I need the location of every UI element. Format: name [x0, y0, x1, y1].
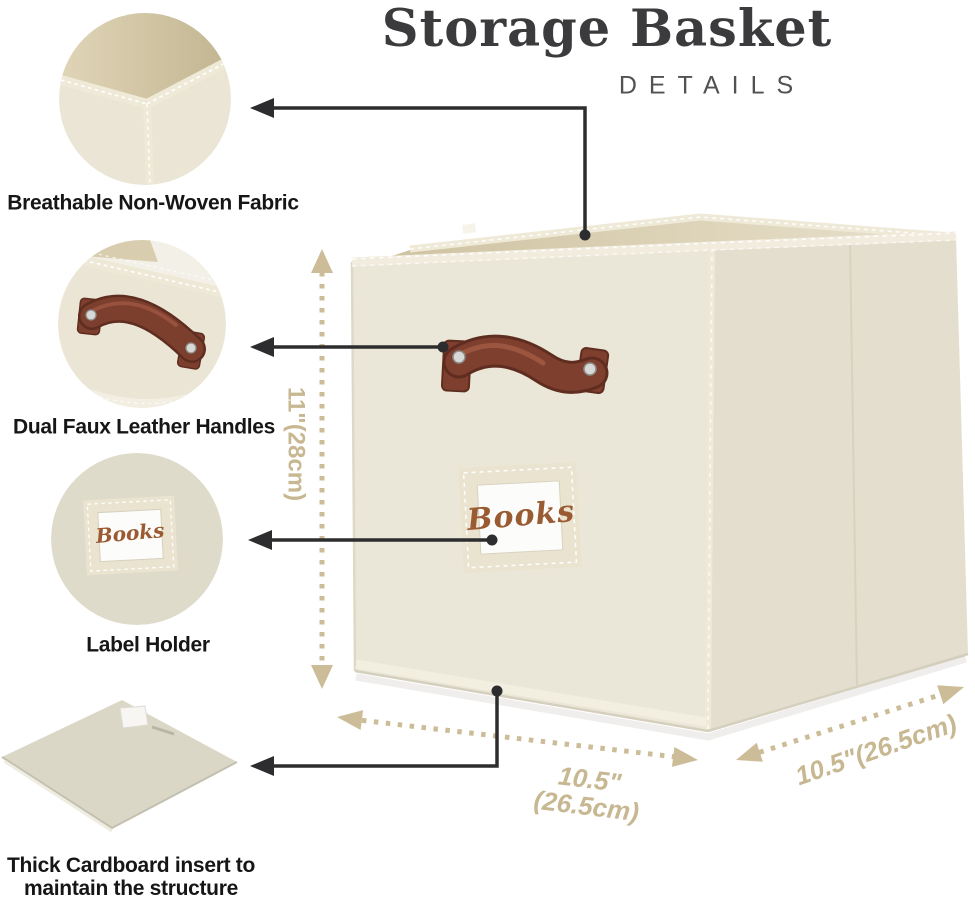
callout-label-cardboard: Thick Cardboard insert to maintain the s…	[7, 854, 255, 900]
handle-rivet	[452, 350, 466, 364]
arrow-left-icon	[250, 98, 274, 118]
page-title: Storage Basket	[381, 0, 833, 59]
callout-label-cardboard-line2: maintain the structure	[24, 877, 238, 900]
callout-circle-label-holder	[51, 453, 223, 625]
arrow-left-icon	[736, 742, 763, 762]
front-width-dimension-line	[349, 716, 686, 761]
connector-dot	[491, 685, 503, 697]
arrow-left-icon	[337, 710, 364, 730]
callout-label-fabric: Breathable Non-Woven Fabric	[7, 191, 299, 215]
arrow-left-icon	[248, 530, 272, 550]
basket-label-holder	[458, 461, 582, 574]
arrow-down-icon	[311, 665, 333, 689]
front-width-dimension-label: 10.5" (26.5cm)	[532, 760, 643, 827]
connector-dot	[486, 534, 498, 546]
arrow-right-icon	[671, 747, 698, 767]
arrow-right-icon	[937, 685, 964, 705]
arrow-up-icon	[311, 249, 333, 273]
dimension-arrows	[311, 249, 964, 767]
arrow-left-icon	[250, 756, 274, 776]
basket-side-face	[708, 236, 968, 731]
handle-rivet	[583, 362, 597, 376]
cardboard-sticker	[119, 705, 149, 729]
connector-dot	[579, 229, 591, 241]
basket-handle	[440, 334, 610, 395]
arrow-left-icon	[250, 337, 274, 357]
cardboard-insert	[1, 700, 238, 833]
callout-connectors	[248, 98, 591, 776]
callout-label-label-holder: Label Holder	[86, 633, 210, 657]
callout-label-handles: Dual Faux Leather Handles	[12, 415, 276, 439]
page-subtitle: DETAILS	[618, 71, 806, 100]
callout-circle-handle	[58, 240, 226, 408]
storage-basket-photo	[350, 213, 969, 741]
connector-fabric	[262, 106, 587, 235]
height-dimension-label: 11"(28cm)	[282, 386, 310, 502]
callout-label-cardboard-line1: Thick Cardboard insert to	[6, 854, 256, 877]
connector-cardboard	[262, 691, 499, 768]
connector-dot	[437, 341, 449, 353]
callout-circle-fabric	[59, 13, 231, 185]
